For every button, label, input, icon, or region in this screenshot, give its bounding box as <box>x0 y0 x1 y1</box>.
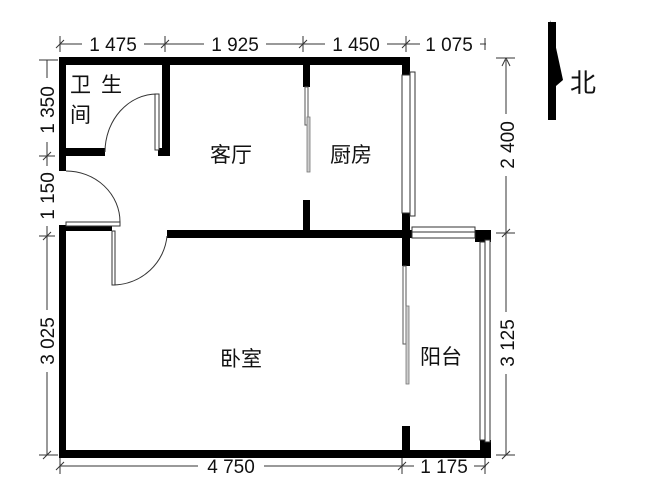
dim-top-2: 1 925 <box>211 35 259 56</box>
dimension-left: 1 350 1 150 3 025 <box>36 59 59 460</box>
dim-right-2: 3 125 <box>498 319 519 367</box>
room-label-living-room: 客厅 <box>210 143 252 167</box>
walls <box>59 57 491 458</box>
dim-left-1: 1 350 <box>38 86 59 134</box>
dim-top-4: 1 075 <box>425 35 473 56</box>
dim-bottom-1: 4 750 <box>207 457 255 478</box>
room-labels: 卫生 间 客厅 厨房 卧室 阳台 <box>70 73 462 371</box>
dim-right-1: 2 400 <box>498 121 519 169</box>
dim-left-3: 3 025 <box>38 317 59 365</box>
room-label-bathroom-line2: 间 <box>70 103 91 127</box>
room-label-bathroom: 卫生 <box>70 73 132 97</box>
dimension-right: 2 400 3 125 <box>494 57 519 460</box>
dim-top-3: 1 450 <box>332 35 380 56</box>
room-label-kitchen: 厨房 <box>330 143 372 167</box>
room-label-balcony: 阳台 <box>420 345 462 369</box>
dimension-bottom: 4 750 1 175 <box>55 455 490 478</box>
room-label-bedroom: 卧室 <box>220 347 262 371</box>
north-arrow: 北 <box>548 20 596 120</box>
dim-bottom-2: 1 175 <box>420 457 468 478</box>
dim-top-1: 1 475 <box>89 35 137 56</box>
doors <box>65 86 410 385</box>
dim-left-2: 1 150 <box>38 172 59 220</box>
north-label: 北 <box>570 69 596 99</box>
dimension-top: 1 475 1 925 1 450 1 075 <box>55 32 486 56</box>
windows <box>401 71 491 443</box>
